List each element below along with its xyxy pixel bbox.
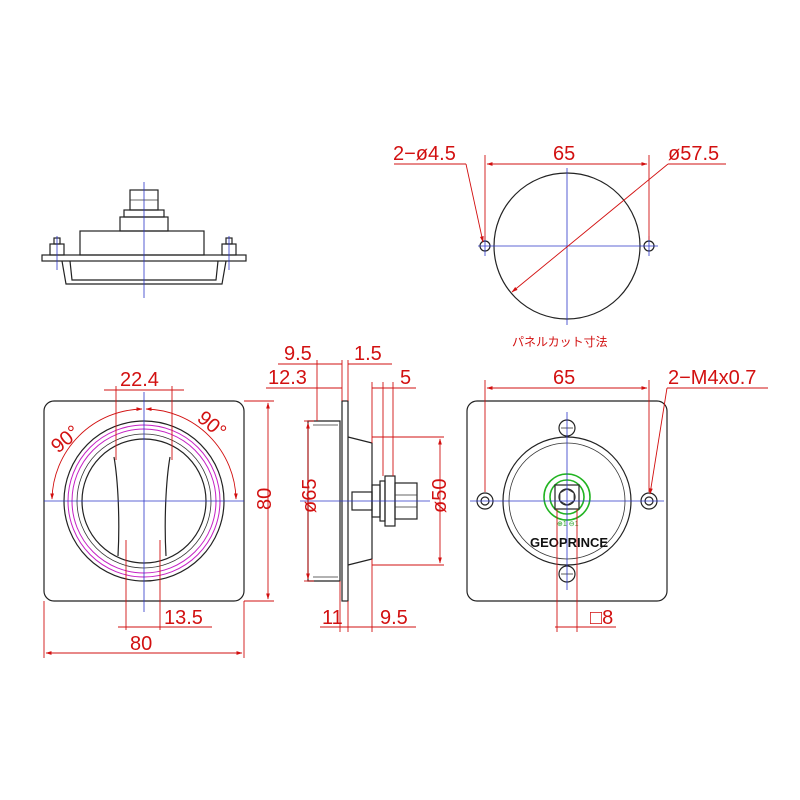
side-dia-65: ø65	[299, 479, 321, 513]
terminal-size-label: □8	[590, 607, 613, 629]
side-dim-5: 5	[400, 367, 411, 389]
side-dim-9-5-top: 9.5	[284, 343, 312, 365]
rear-screw-label: 2−M4x0.7	[668, 367, 756, 389]
side-dim-11: 11	[322, 607, 343, 629]
rear-view: ⊕1 ⊖1 GEOPRINCE 65 2−M4x0.7 □8	[466, 367, 768, 632]
front-view: 90° 90° 22.4 80 13.5 80	[43, 369, 276, 658]
rear-plate	[466, 400, 668, 602]
panel-pitch-label: 65	[553, 143, 575, 165]
front-bottom-label: 13.5	[164, 607, 203, 629]
side-section-view: 9.5 1.5 12.3 5 ø65 ø50 11 9.5	[266, 343, 451, 632]
panel-cut-caption: パネルカット寸法	[512, 335, 608, 349]
brand-logo: GEOPRINCE	[530, 535, 608, 550]
panel-cut-view: 65 2−ø4.5 ø57.5 パネルカット寸法	[393, 143, 726, 349]
front-height-label: 80	[254, 488, 276, 510]
front-width-label: 22.4	[120, 369, 159, 391]
terminal-mark: ⊕1 ⊖1	[557, 521, 579, 528]
angle-right-label: 90°	[193, 407, 230, 443]
panel-hole-label: 2−ø4.5	[393, 143, 456, 165]
rear-pitch-label: 65	[553, 367, 575, 389]
angle-left-label: 90°	[47, 421, 84, 457]
top-side-view	[41, 182, 247, 298]
side-dia-50: ø50	[429, 479, 451, 513]
side-dim-12-3: 12.3	[268, 367, 307, 389]
side-dim-1-5: 1.5	[354, 343, 382, 365]
side-dim-9-5-bottom: 9.5	[380, 607, 408, 629]
front-total-width-label: 80	[130, 633, 152, 655]
panel-diameter-label: ø57.5	[668, 143, 719, 165]
